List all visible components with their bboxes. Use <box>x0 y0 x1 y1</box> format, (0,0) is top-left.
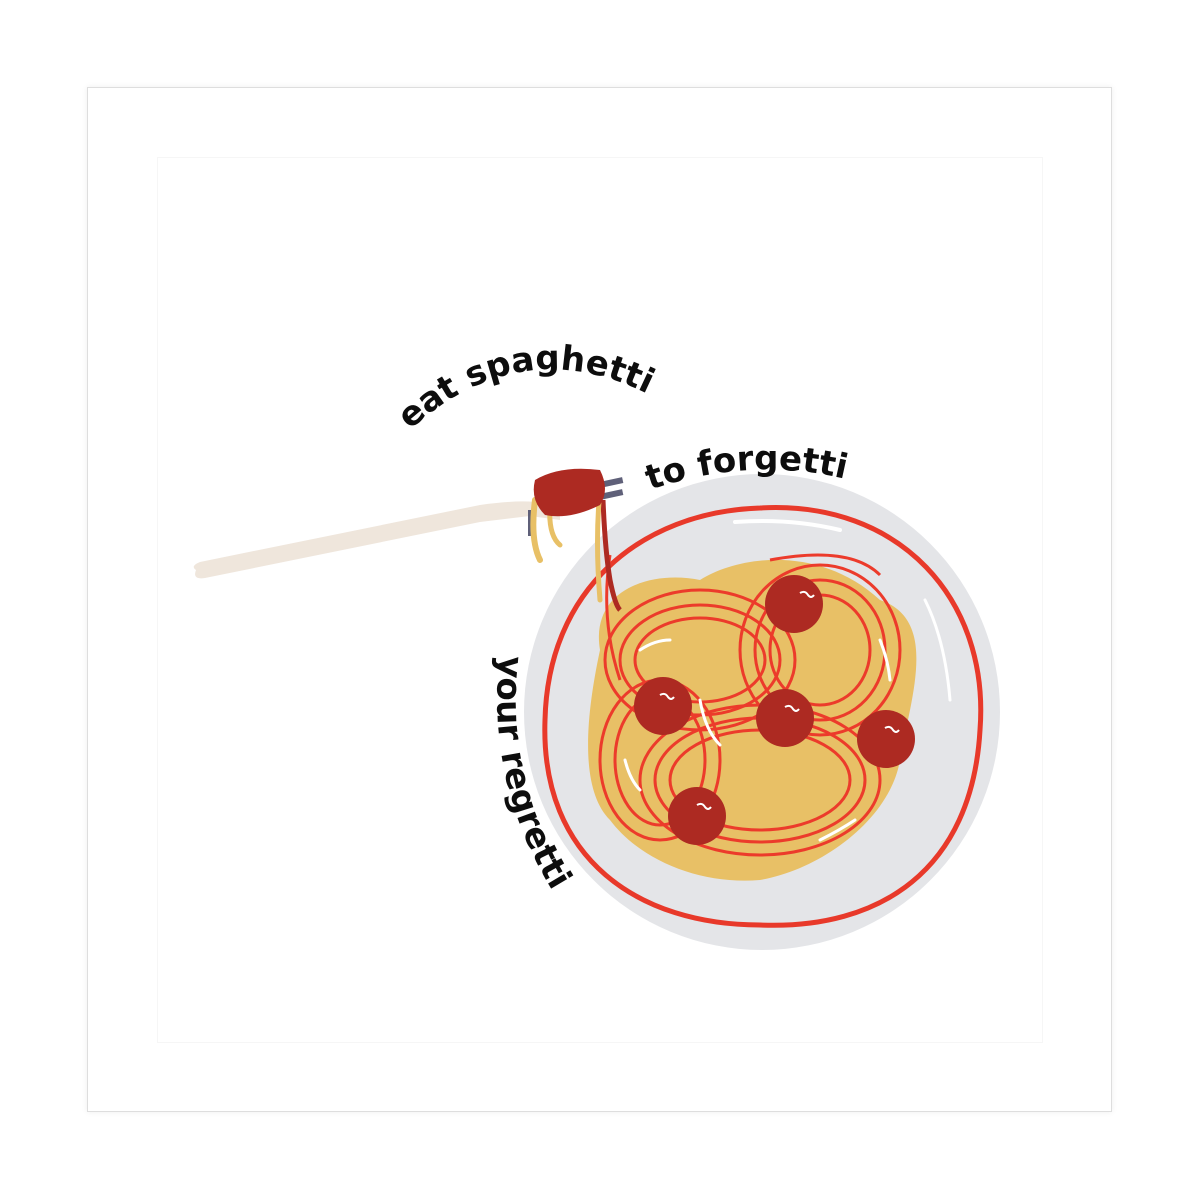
caption-line-1: eat spaghetti <box>390 338 661 436</box>
meatballs <box>634 575 915 845</box>
caption-line-3: your regretti. <box>0 0 579 896</box>
meatball <box>634 677 692 735</box>
meatball <box>668 787 726 845</box>
meatball <box>765 575 823 633</box>
meatball <box>857 710 915 768</box>
meatball <box>756 689 814 747</box>
fork-spaghetti <box>530 468 605 603</box>
print-mat <box>157 157 1043 1043</box>
